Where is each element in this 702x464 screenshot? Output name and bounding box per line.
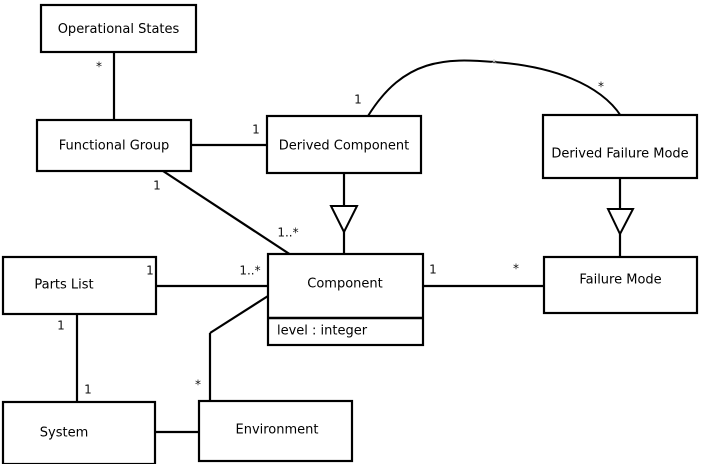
class-box-operational-states[interactable]: Operational States: [39, 3, 198, 54]
multiplicity-component-failure-mode-far: *: [513, 262, 519, 276]
generalization-derived-component-component[interactable]: [329, 173, 359, 254]
multiplicity-parts-list-system-near: 1: [57, 319, 65, 333]
class-name-operational-states: Operational States: [58, 22, 180, 37]
multiplicity-functional-group-derived-component-far: 1: [252, 123, 260, 137]
class-name-failure-mode: Failure Mode: [579, 273, 661, 288]
class-name-functional-group: Functional Group: [59, 139, 170, 154]
association-component-environment[interactable]: [208, 295, 269, 401]
class-name-parts-list: Parts List: [34, 278, 93, 293]
class-name-system: System: [40, 426, 88, 441]
multiplicity-component-failure-mode-near: 1: [429, 263, 437, 277]
class-name-environment: Environment: [235, 423, 318, 438]
class-box-environment[interactable]: Environment: [197, 399, 354, 463]
class-box-parts-list[interactable]: Parts List: [1, 255, 158, 316]
class-box-failure-mode[interactable]: Failure Mode: [542, 255, 699, 315]
class-attribute-component-level: level : integer: [277, 324, 368, 339]
class-box-system[interactable]: System: [1, 400, 157, 464]
multiplicity-functional-group-component-near: 1: [153, 179, 161, 193]
multiplicity-parts-list-component-far: 1..*: [239, 264, 260, 278]
class-box-derived-component[interactable]: Derived Component: [265, 114, 423, 175]
class-name-component: Component: [307, 277, 382, 292]
association-derived-component-derived-failure-mode[interactable]: [367, 59, 622, 117]
class-name-derived-component: Derived Component: [279, 139, 410, 154]
multiplicity-derived-component-arc-near: 1: [354, 93, 362, 107]
class-box-derived-failure-mode[interactable]: Derived Failure Mode: [541, 113, 699, 180]
multiplicity-parts-list-component-near: 1: [146, 264, 154, 278]
multiplicity-parts-list-system-far: 1: [84, 383, 92, 397]
multiplicity-derived-arc-apex: *: [491, 57, 497, 70]
multiplicity-functional-group-component-far: 1..*: [277, 226, 298, 240]
class-name-derived-failure-mode: Derived Failure Mode: [551, 147, 688, 162]
generalization-derived-failure-mode-failure-mode[interactable]: [606, 178, 635, 257]
multiplicity-operational-states-functional-group-near: *: [96, 60, 102, 74]
association-functional-group-component[interactable]: [162, 170, 292, 256]
multiplicity-derived-failure-mode-arc-far: *: [598, 80, 604, 94]
class-box-functional-group[interactable]: Functional Group: [35, 118, 193, 173]
multiplicity-component-environment-far: *: [195, 378, 201, 392]
class-box-component[interactable]: Component level : integer: [266, 252, 425, 347]
